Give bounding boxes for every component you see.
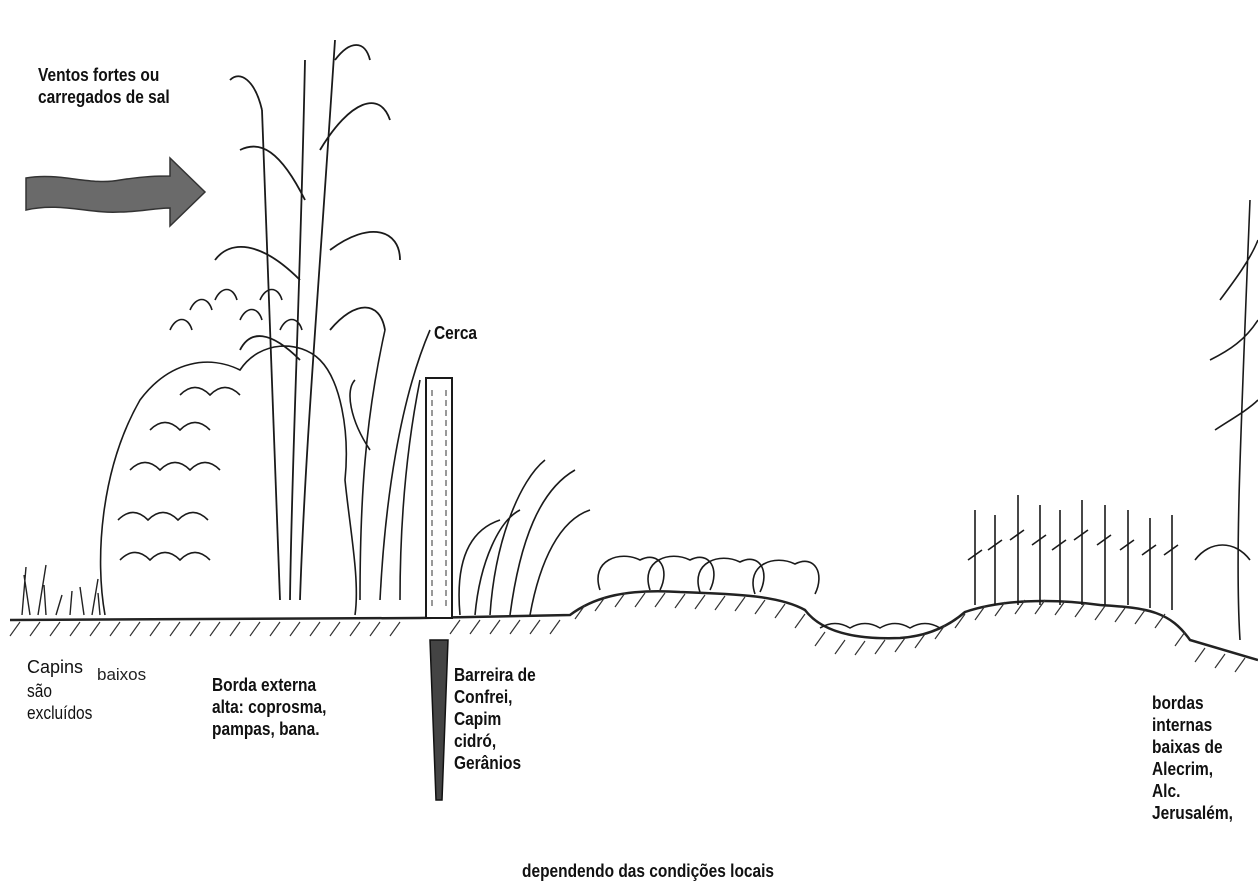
bottom-note: dependendo das condições locais bbox=[522, 860, 774, 882]
grasses-label-word1: Capins bbox=[27, 657, 83, 677]
low-grasses bbox=[22, 565, 100, 615]
barrier-label: Barreira de Confrei, Capim cidró, Gerâni… bbox=[454, 664, 536, 774]
barrier-plants bbox=[350, 330, 590, 615]
fence-post bbox=[426, 378, 452, 800]
grasses-label-word2: baixos bbox=[97, 664, 146, 686]
right-tall-plant bbox=[1195, 200, 1258, 640]
grasses-label: Capins baixos são excluídos bbox=[27, 656, 83, 678]
grasses-label-rest: são excluídos bbox=[27, 680, 92, 724]
fence-label: Cerca bbox=[434, 322, 477, 344]
cabbages bbox=[598, 556, 819, 594]
inner-edges-label: bordas internas baixas de Alecrim, Alc. … bbox=[1152, 692, 1233, 824]
rosemary-row bbox=[968, 495, 1178, 610]
outer-edge-label: Borda externa alta: coprosma, pampas, ba… bbox=[212, 674, 326, 740]
wind-label: Ventos fortes ou carregados de sal bbox=[38, 64, 170, 108]
wind-arrow-icon bbox=[26, 158, 205, 226]
pampas-grass bbox=[215, 40, 400, 600]
outer-shrubs bbox=[101, 290, 357, 616]
low-edging bbox=[820, 624, 940, 629]
